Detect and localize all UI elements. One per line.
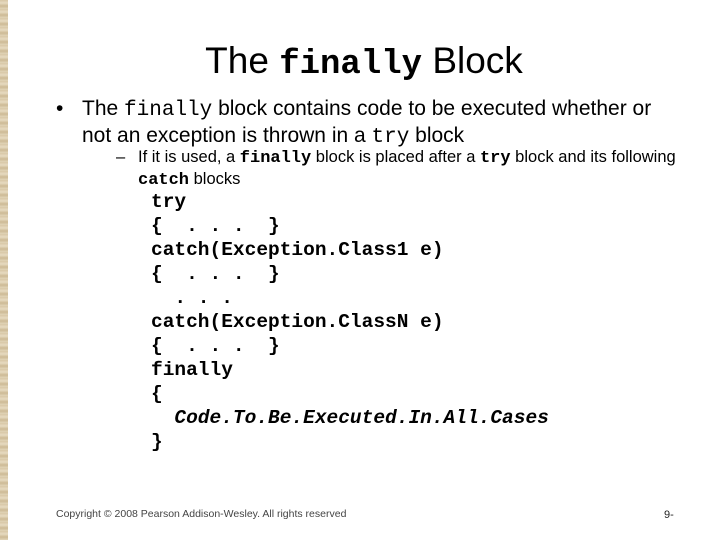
- title-text-before: The: [205, 40, 269, 81]
- title-text-after: Block: [432, 40, 523, 81]
- code-line: { . . . }: [151, 215, 280, 237]
- copyright-footer: Copyright © 2008 Pearson Addison-Wesley.…: [56, 508, 347, 520]
- decorative-side-bar: [0, 0, 8, 540]
- sub-bullet: –If it is used, a finally block is place…: [116, 147, 698, 191]
- title-code-keyword: finally: [279, 46, 423, 84]
- code-line: catch(Exception.Class1 e): [151, 239, 444, 261]
- main-bullet: • The finally block contains code to be e…: [56, 96, 682, 150]
- sub-text-3: block and its following: [510, 148, 676, 166]
- code-line: try: [151, 191, 187, 213]
- bullet-text-3: block: [409, 124, 465, 147]
- code-line: {: [151, 383, 163, 405]
- sub-code-2: try: [479, 149, 511, 168]
- code-line: Code.To.Be.Executed.In.All.Cases: [151, 407, 549, 429]
- code-line: }: [151, 431, 163, 453]
- bullet-text-1: The: [82, 97, 125, 120]
- code-block: try { . . . } catch(Exception.Class1 e) …: [151, 190, 549, 454]
- page-number: 9-: [664, 509, 674, 521]
- sub-bullet-marker: –: [116, 148, 126, 166]
- slide-title: The finally Block: [8, 40, 720, 84]
- sub-code-3: catch: [138, 171, 190, 190]
- sub-text-2: block is placed after a: [311, 148, 480, 166]
- sub-text-1: If it is used, a: [138, 148, 240, 166]
- code-line: { . . . }: [151, 335, 280, 357]
- code-line: finally: [151, 359, 233, 381]
- sub-code-1: finally: [239, 149, 312, 168]
- code-line: . . .: [151, 287, 233, 309]
- code-line: { . . . }: [151, 263, 280, 285]
- bullet-code-2: try: [371, 126, 410, 149]
- bullet-marker: •: [56, 97, 64, 120]
- bullet-text-2: block contains code to be executed wheth…: [82, 97, 652, 147]
- sub-text-4: blocks: [189, 170, 241, 188]
- code-line: catch(Exception.ClassN e): [151, 311, 444, 333]
- bullet-code-1: finally: [124, 99, 213, 122]
